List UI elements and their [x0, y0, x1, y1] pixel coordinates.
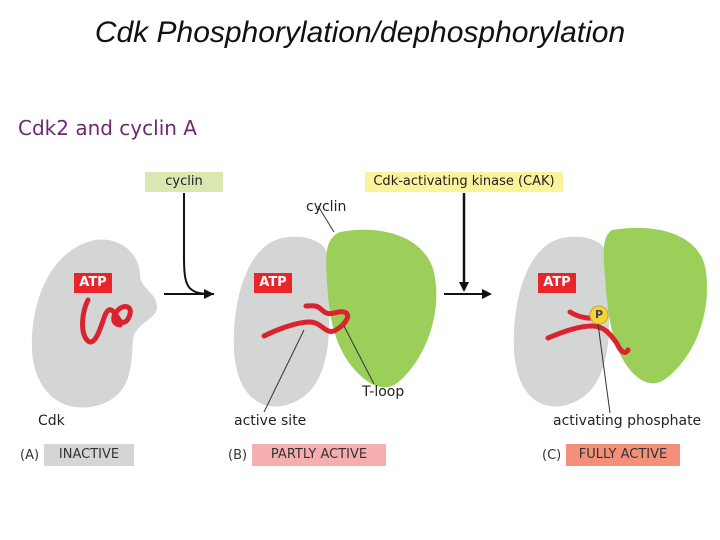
panel-letter-b: (B) — [228, 448, 248, 463]
phosphate-letter: P — [594, 308, 604, 321]
t-loop-c — [545, 323, 631, 355]
cdk-callout-label: Cdk — [38, 413, 65, 429]
panel-letter-c: (C) — [542, 448, 562, 463]
state-badge-inactive: INACTIVE — [44, 444, 134, 466]
phosphate-circle — [589, 305, 609, 325]
state-badge-partly-active: PARTLY ACTIVE — [252, 444, 386, 466]
cdk-shape-a — [31, 239, 158, 408]
state-badge-fully-active: FULLY ACTIVE — [566, 444, 680, 466]
cdk-shape-c — [513, 236, 610, 407]
atp-label-b: ATP — [254, 273, 292, 293]
atp-label-a: ATP — [74, 273, 112, 293]
slide-title: Cdk Phosphorylation/dephosphorylation — [94, 16, 626, 49]
cyclin-shape-b — [326, 229, 437, 388]
t-loop-a — [80, 297, 133, 345]
cyclin-input-box: cyclin — [145, 172, 223, 192]
panel-letter-a: (A) — [20, 448, 40, 463]
activating-phosphate-label: activating phosphate — [553, 413, 702, 429]
t-loop-b — [261, 303, 351, 339]
atp-label-c: ATP — [538, 273, 576, 293]
cak-input-box: Cdk-activating kinase (CAK) — [365, 172, 563, 192]
active-site-label: active site — [234, 413, 307, 429]
cyclin-shape-c — [603, 227, 707, 384]
t-loop-label: T-loop — [362, 384, 405, 400]
cyclin-callout-label: cyclin — [306, 199, 347, 215]
slide-subtitle: Cdk2 and cyclin A — [18, 116, 197, 140]
